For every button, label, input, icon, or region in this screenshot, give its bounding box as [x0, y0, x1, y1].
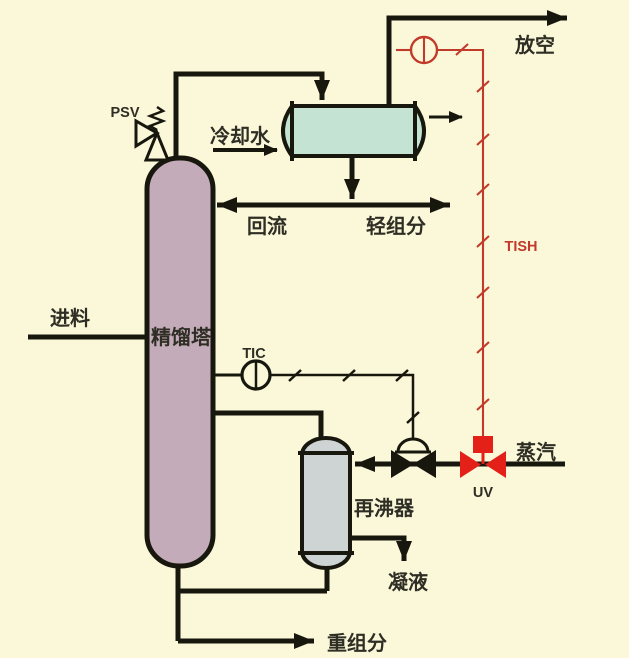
- uv-valve: [460, 436, 506, 478]
- uv-valve-label: UV: [473, 485, 493, 501]
- light-components-label: 轻组分: [366, 214, 426, 238]
- cooling-water-label: 冷却水: [210, 124, 271, 148]
- vent-line: [386, 10, 567, 108]
- condenser-vessel: [281, 101, 426, 161]
- heavy-components-label: 重组分: [327, 631, 387, 655]
- column-to-reboiler-line: [213, 410, 324, 440]
- steam-label: 蒸汽: [516, 440, 556, 464]
- tish-label: TISH: [504, 239, 537, 255]
- vent-label: 放空: [514, 33, 555, 57]
- column-label: 精馏塔: [151, 325, 212, 349]
- tic-signal-line: [213, 369, 420, 444]
- distillation-column-vessel: [144, 155, 216, 569]
- psv-spring: [146, 105, 167, 132]
- bottoms-circulation-line: [175, 560, 330, 641]
- reboiler-label: 再沸器: [354, 496, 415, 520]
- tish-sensor-circle: [409, 35, 439, 65]
- reboiler-vessel: [298, 436, 354, 570]
- condensate-line: [350, 535, 412, 561]
- psv-valve: [134, 105, 171, 162]
- reflux-label: 回流: [247, 214, 287, 238]
- tic-label: TIC: [242, 346, 266, 362]
- feed-label: 进料: [50, 307, 90, 330]
- condensate-label: 凝液: [388, 570, 429, 594]
- tic-controller-circle: [240, 359, 272, 391]
- psv-label: PSV: [110, 105, 139, 121]
- overhead-vapor-line: [173, 71, 330, 162]
- control-valve: [391, 437, 436, 478]
- tish-signal-line: [396, 43, 490, 436]
